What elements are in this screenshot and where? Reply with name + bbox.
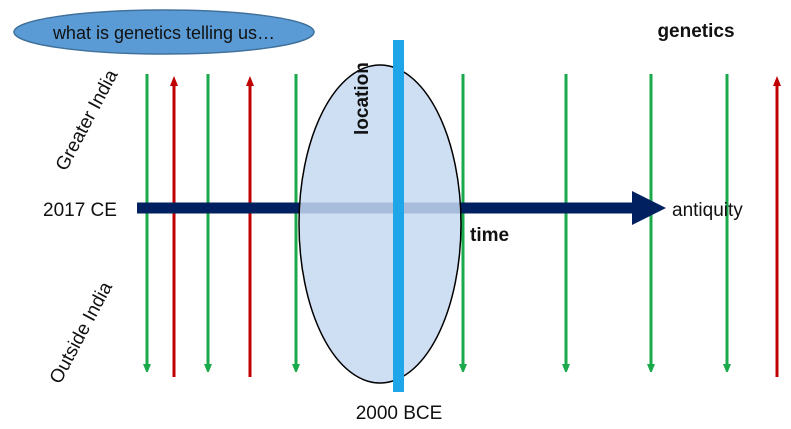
cutoff-bar bbox=[393, 40, 404, 392]
question-bubble-text: what is genetics telling us… bbox=[52, 23, 275, 43]
outside-india-label: Outside India bbox=[46, 278, 117, 387]
question-bubble bbox=[13, 9, 315, 55]
upward-arrows bbox=[170, 76, 781, 377]
downward-arrows bbox=[147, 74, 727, 366]
antiquity-label: antiquity bbox=[672, 200, 743, 221]
present-label: 2017 CE bbox=[43, 200, 117, 221]
time-arrow-head bbox=[632, 191, 666, 225]
header-title: genetics bbox=[657, 21, 734, 42]
time-label: time bbox=[470, 225, 509, 246]
location-ellipse bbox=[298, 64, 462, 384]
location-label: location bbox=[352, 62, 373, 135]
cutoff-date-label: 2000 BCE bbox=[356, 403, 443, 424]
greater-india-label: Greater India bbox=[52, 66, 123, 174]
